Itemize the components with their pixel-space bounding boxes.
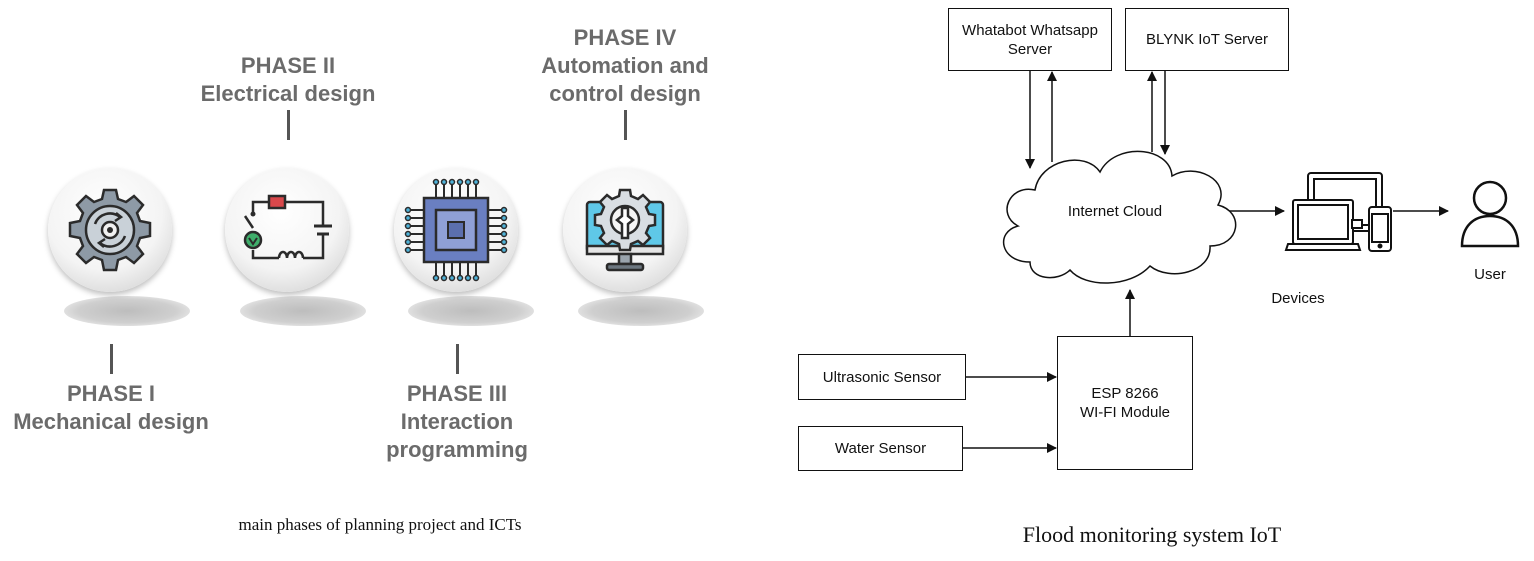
phase-2-shadow xyxy=(240,296,366,326)
water-sensor-box: Water Sensor xyxy=(798,426,963,471)
water-label: Water Sensor xyxy=(834,440,927,457)
devices-icon xyxy=(1284,172,1392,252)
ultrasonic-sensor-box: Ultrasonic Sensor xyxy=(798,354,966,400)
phase-4-connector xyxy=(624,110,627,140)
phase-4-shadow xyxy=(578,296,704,326)
phase-1-label: PHASE I Mechanical design xyxy=(0,380,222,436)
cloud-icon xyxy=(1002,150,1237,284)
phase-3-connector xyxy=(456,344,459,374)
phase-3-subtitle-line-2: programming xyxy=(386,437,528,462)
phase-4-label: PHASE IV Automation and control design xyxy=(520,24,730,108)
whatabot-server-box: Whatabot Whatsapp Server xyxy=(948,8,1112,71)
chip-icon xyxy=(404,178,508,282)
blynk-label: BLYNK IoT Server xyxy=(1146,31,1268,48)
devices-label: Devices xyxy=(1271,290,1325,307)
user-icon xyxy=(1460,180,1520,248)
gear-icon xyxy=(68,188,152,272)
user-label: User xyxy=(1474,266,1506,283)
phase-1-subtitle: Mechanical design xyxy=(13,409,209,434)
phase-2-circle xyxy=(225,168,349,292)
phase-4-subtitle-line-1: Automation and xyxy=(541,53,709,78)
phase-4-subtitle-line-2: control design xyxy=(549,81,701,106)
blynk-server-box: BLYNK IoT Server xyxy=(1125,8,1289,71)
phase-1-connector xyxy=(110,344,113,374)
esp8266-box: ESP 8266 WI-FI Module xyxy=(1057,336,1193,470)
iot-caption: Flood monitoring system IoT xyxy=(1022,522,1282,547)
monitor-gear-icon xyxy=(585,188,665,272)
esp-line-2: WI-FI Module xyxy=(1079,404,1170,421)
ultrasonic-label: Ultrasonic Sensor xyxy=(822,368,942,386)
phase-2-connector xyxy=(287,110,290,140)
phase-3-shadow xyxy=(408,296,534,326)
phase-3-label: PHASE III Interaction programming xyxy=(352,380,562,464)
phase-1-title: PHASE I xyxy=(66,381,156,406)
phase-2-subtitle: Electrical design xyxy=(200,81,376,106)
esp-line-1: ESP 8266 xyxy=(1091,385,1159,402)
phase-2-label: PHASE II Electrical design xyxy=(180,52,396,108)
phase-2-title: PHASE II xyxy=(240,53,336,78)
phase-1-circle xyxy=(48,168,172,292)
phases-caption: main phases of planning project and ICTs xyxy=(238,515,522,534)
cloud-label: Internet Cloud xyxy=(1067,203,1163,220)
phase-3-circle xyxy=(394,168,518,292)
phase-4-circle xyxy=(563,168,687,292)
phase-4-title: PHASE IV xyxy=(573,25,677,50)
whatabot-line-1: Whatabot Whatsapp xyxy=(962,21,1098,39)
circuit-icon xyxy=(243,194,332,260)
whatabot-line-2: Server xyxy=(1007,40,1053,58)
phase-3-title: PHASE III xyxy=(406,381,508,406)
phase-3-subtitle-line-1: Interaction xyxy=(400,409,514,434)
phase-1-shadow xyxy=(64,296,190,326)
